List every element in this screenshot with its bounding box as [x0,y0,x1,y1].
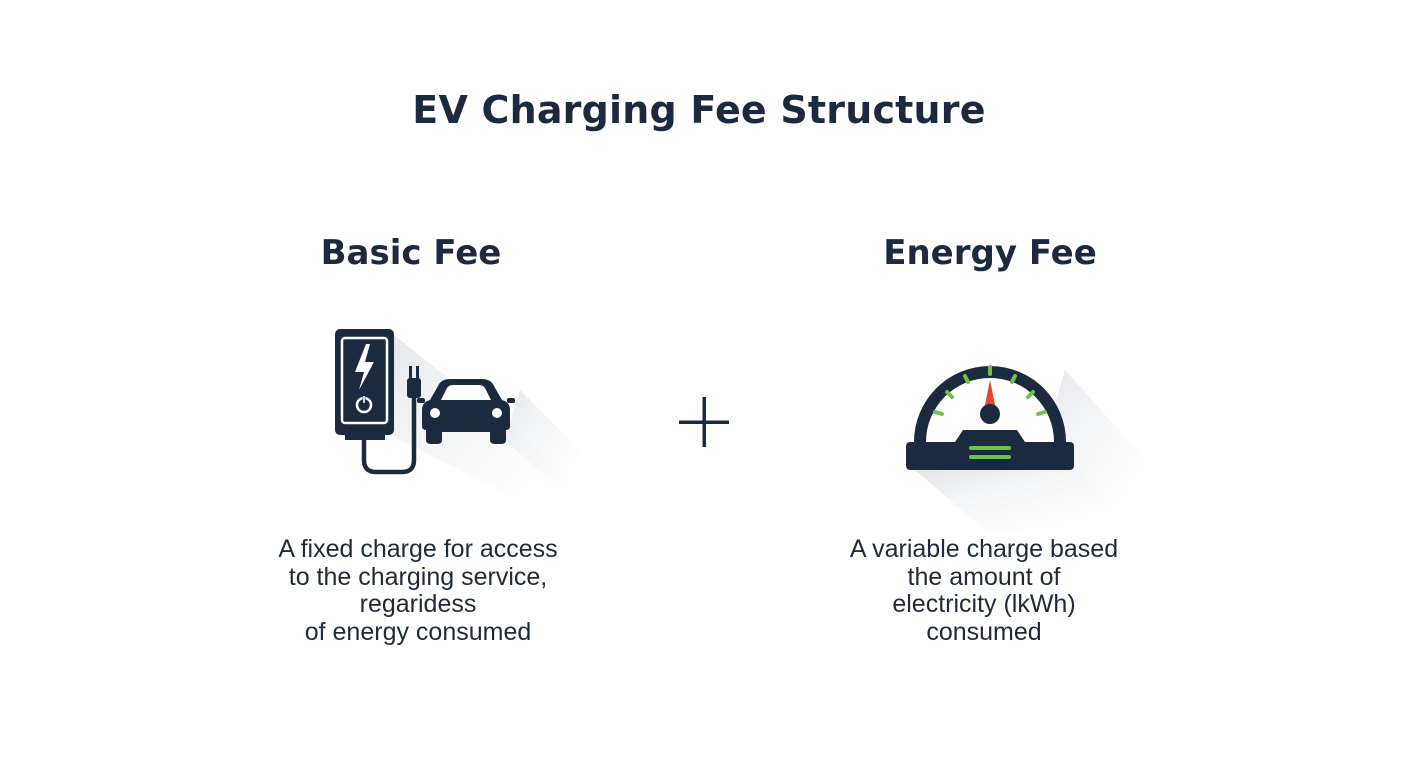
description-line: regaridess [359,590,477,618]
description-line: A variable charge based [849,535,1119,563]
description-line: electricity (lkWh) [892,590,1076,618]
plus-icon: + [679,397,729,447]
energy-fee-description: A variable charge based the amount of el… [774,535,1194,646]
basic-fee-description: A fixed charge for access to the chargin… [208,535,628,646]
basic-fee-heading: Basic Fee [320,233,502,273]
diagram-title: EV Charging Fee Structure [412,88,986,132]
description-line: to the charging service, [288,562,548,591]
gauge-meter-icon [895,330,1155,530]
description-line: of energy consumed [304,617,532,646]
description-line: the amount of [907,562,1061,591]
description-line: A fixed charge for access [278,535,558,563]
energy-fee-heading: Energy Fee [883,233,1097,273]
description-line: consumed [926,617,1042,646]
charger-car-icon [320,320,590,520]
